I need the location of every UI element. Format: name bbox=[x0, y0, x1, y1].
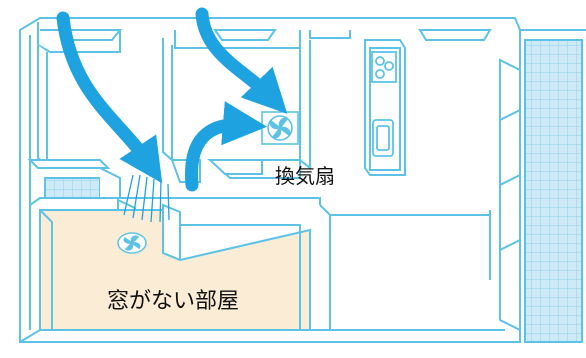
sink-icon bbox=[372, 119, 394, 157]
airflow-stream bbox=[123, 174, 170, 223]
label-leader bbox=[207, 159, 263, 175]
ventilation-fan-label: 換気扇 bbox=[275, 164, 335, 188]
windowless-room bbox=[39, 209, 311, 331]
balcony bbox=[499, 29, 586, 343]
airflow-arrow bbox=[185, 101, 268, 192]
windowless-room-label: 窓がない部屋 bbox=[107, 289, 240, 314]
airflow-arrows bbox=[56, 7, 288, 192]
fan-icon bbox=[261, 111, 299, 145]
airflow-arrow bbox=[56, 11, 163, 184]
airflow-arrow bbox=[195, 7, 288, 114]
room-fan-icon bbox=[117, 232, 147, 254]
stove-icon bbox=[371, 51, 397, 83]
